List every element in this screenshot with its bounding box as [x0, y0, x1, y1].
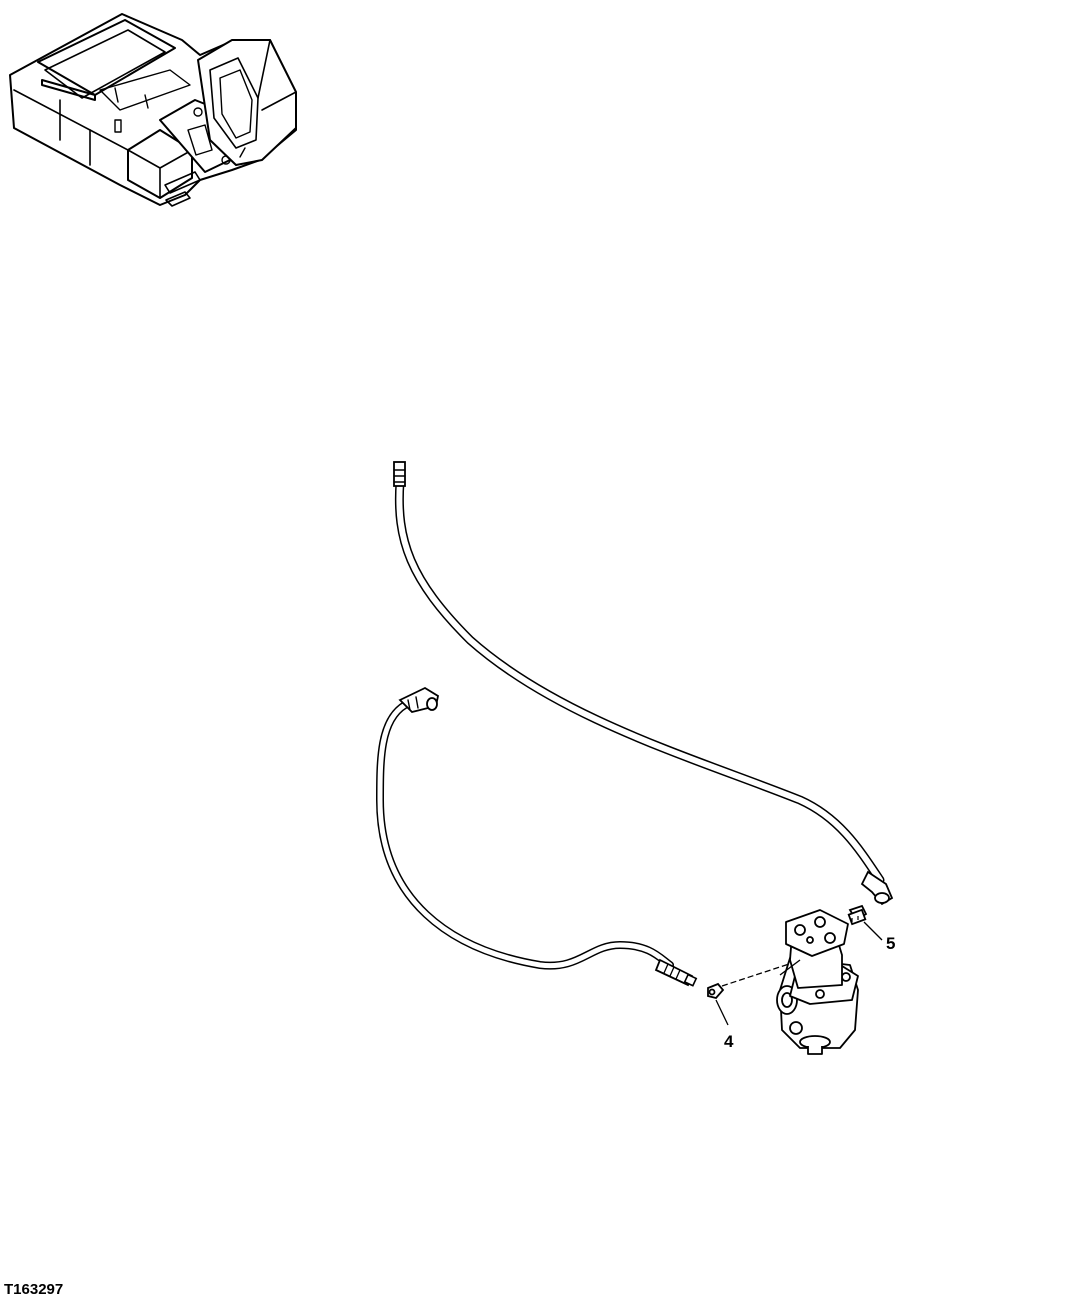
callout-number-5: 5 — [886, 934, 896, 953]
pilot-valve-icon — [776, 909, 859, 1055]
hose-icon — [375, 701, 674, 970]
fitting-part — [847, 904, 883, 941]
install-line — [721, 961, 796, 987]
callout-number-4: 4 — [724, 1032, 734, 1051]
hose-icon — [394, 477, 885, 885]
excavator-locator-icon — [9, 13, 297, 207]
lower-hose — [375, 686, 698, 987]
figure-id-label: T163297 — [4, 1281, 64, 1298]
upper-hose — [393, 461, 894, 906]
clamp-part — [707, 982, 729, 1026]
